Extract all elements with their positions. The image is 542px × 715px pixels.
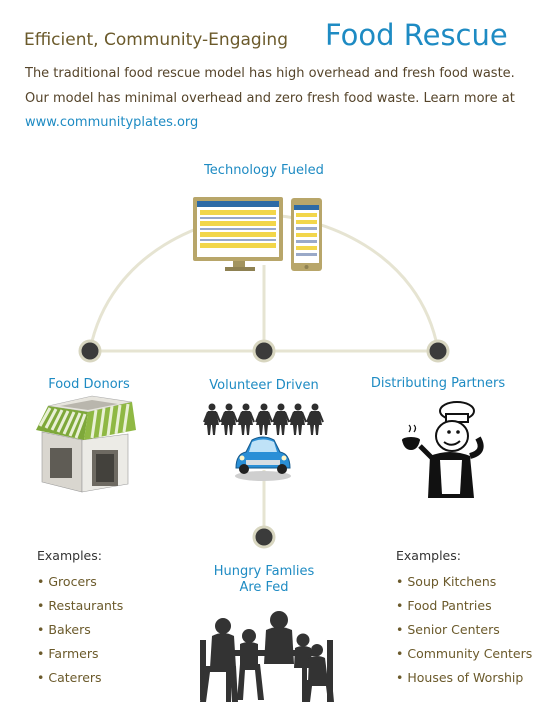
list-item: •Soup Kitchens (396, 574, 497, 589)
smartphone-icon (291, 198, 322, 271)
donor-examples-heading: Examples: (37, 548, 102, 563)
intro-line-1: The traditional food rescue model has hi… (25, 66, 515, 81)
title-lead: Efficient, Community-Engaging (24, 30, 288, 50)
partner-examples-heading: Examples: (396, 548, 461, 563)
list-item: •Bakers (37, 622, 91, 637)
donor-example-text: Bakers (48, 622, 91, 637)
list-item: •Caterers (37, 670, 102, 685)
computer-monitor-icon (193, 197, 283, 271)
volunteer-node-dot (252, 339, 276, 363)
donor-examples: Examples: •Grocers •Restaurants •Bakers … (37, 548, 123, 690)
node-dots (78, 339, 450, 549)
family-dinner-icon (200, 611, 334, 702)
car-icon (235, 436, 291, 481)
list-item: •Community Centers (396, 646, 533, 661)
partner-examples-list: •Soup Kitchens •Food Pantries •Senior Ce… (396, 570, 532, 690)
website-link[interactable]: www.communityplates.org (25, 115, 199, 130)
partner-example-text: Soup Kitchens (407, 574, 497, 589)
technology-fueled-label: Technology Fueled (204, 163, 324, 178)
page-title: Food Rescue (325, 18, 508, 52)
partner-example-text: Houses of Worship (407, 670, 524, 685)
volunteer-people-icon (203, 403, 324, 435)
storefront-icon (36, 395, 136, 493)
donor-examples-list: •Grocers •Restaurants •Bakers •Farmers •… (37, 570, 123, 690)
hungry-families-label: Hungry Famlies (213, 564, 315, 579)
chef-icon (402, 401, 484, 498)
volunteer-driven-label: Volunteer Driven (209, 378, 319, 393)
list-item: •Farmers (37, 646, 99, 661)
hungry-node-dot (252, 525, 276, 549)
list-item: •Restaurants (37, 598, 124, 613)
partner-example-text: Senior Centers (407, 622, 500, 637)
donor-example-text: Caterers (48, 670, 102, 685)
donor-example-text: Farmers (48, 646, 99, 661)
intro-line-2: Our model has minimal overhead and zero … (25, 91, 515, 106)
partner-example-text: Food Pantries (407, 598, 492, 613)
partners-node-dot (426, 339, 450, 363)
hungry-families-label-line2: Are Fed (239, 580, 289, 595)
distributing-partners-label: Distributing Partners (370, 376, 506, 391)
list-item: •Grocers (37, 574, 97, 589)
donor-example-text: Grocers (48, 574, 97, 589)
list-item: •Food Pantries (396, 598, 492, 613)
donors-node-dot (78, 339, 102, 363)
donor-example-text: Restaurants (48, 598, 124, 613)
partner-examples: Examples: •Soup Kitchens •Food Pantries … (396, 548, 532, 690)
list-item: •Senior Centers (396, 622, 500, 637)
food-donors-label: Food Donors (48, 377, 130, 392)
partner-example-text: Community Centers (407, 646, 533, 661)
list-item: •Houses of Worship (396, 670, 524, 685)
